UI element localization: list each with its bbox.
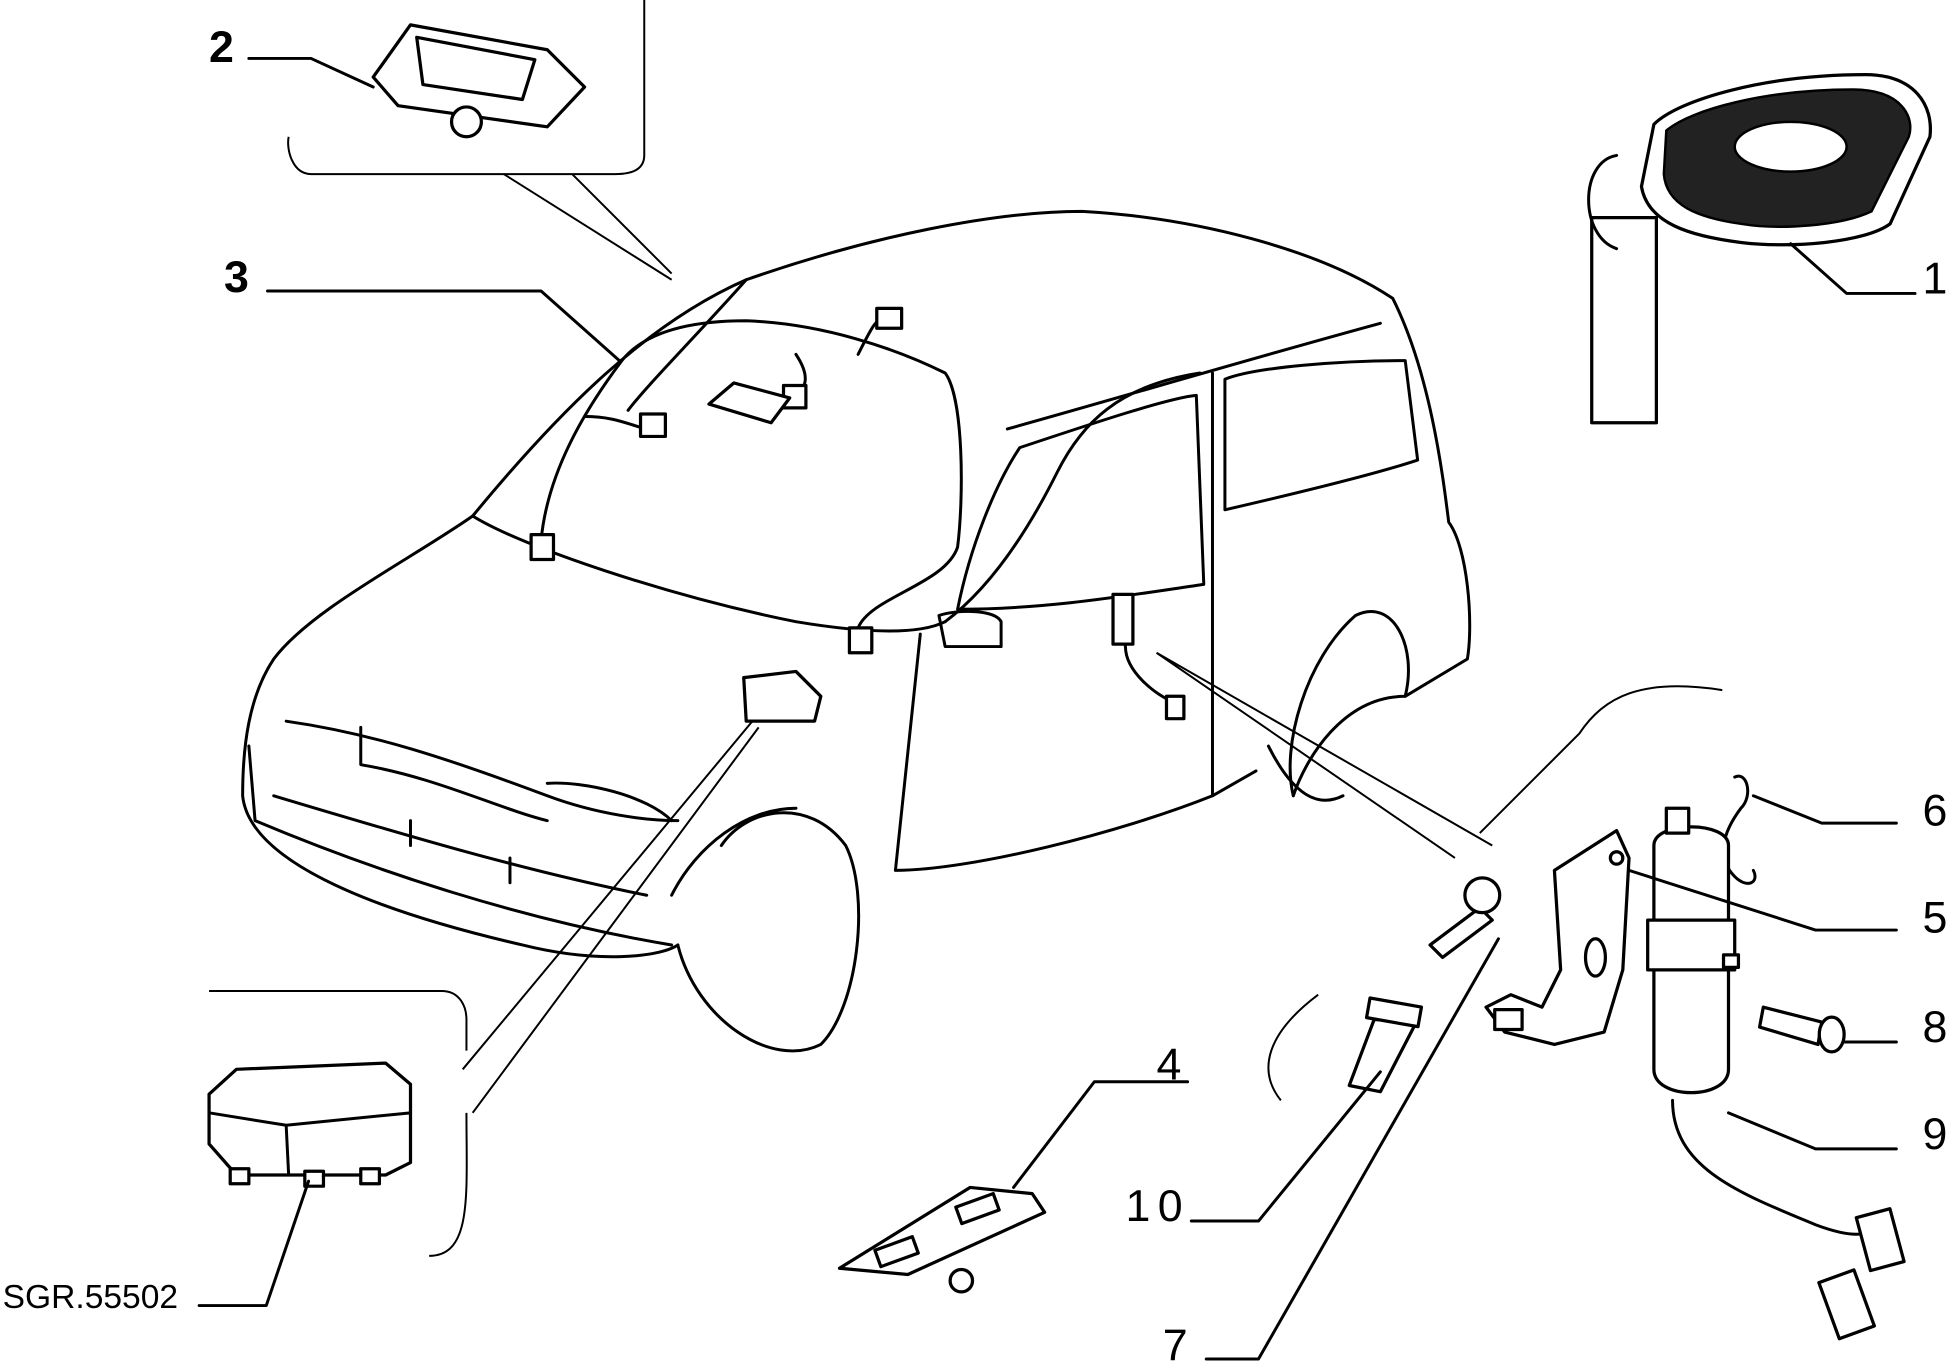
callout-1: 1: [1922, 253, 1947, 303]
callout-10: 10: [1125, 1181, 1190, 1231]
part-2-interior-lamp: [371, 23, 587, 139]
callout-2: 2: [209, 22, 234, 72]
control-unit: [207, 1061, 413, 1188]
part-8-bolt: [1757, 1005, 1846, 1054]
callout-8: 8: [1922, 1002, 1947, 1052]
inset-border-bottom-left: [209, 989, 468, 1257]
part-1-remote-key-fob: [1587, 72, 1932, 425]
car-wiring-harness: [529, 306, 1186, 723]
callout-3: 3: [224, 252, 249, 302]
pointer-lines: [461, 173, 1493, 1114]
callout-7: 7: [1163, 1320, 1188, 1364]
callout-leaders: [197, 56, 1917, 1361]
callout-9: 9: [1922, 1109, 1947, 1159]
car-outline: [241, 209, 1472, 1053]
callout-4: 4: [1157, 1039, 1182, 1089]
part-5-bracket: [1484, 828, 1631, 1047]
inset-border-top: [287, 0, 646, 176]
callout-6: 6: [1922, 786, 1947, 836]
part-9-sensor: [1646, 806, 1906, 1341]
reference-code: SGR.55502: [3, 1279, 178, 1316]
inset-border-right: [1267, 685, 1723, 1102]
part-10-grommet: [1347, 996, 1424, 1094]
callout-5: 5: [1922, 893, 1947, 943]
part-7-screw: [1428, 876, 1502, 960]
part-4-courtesy-lamp: [837, 1185, 1047, 1294]
